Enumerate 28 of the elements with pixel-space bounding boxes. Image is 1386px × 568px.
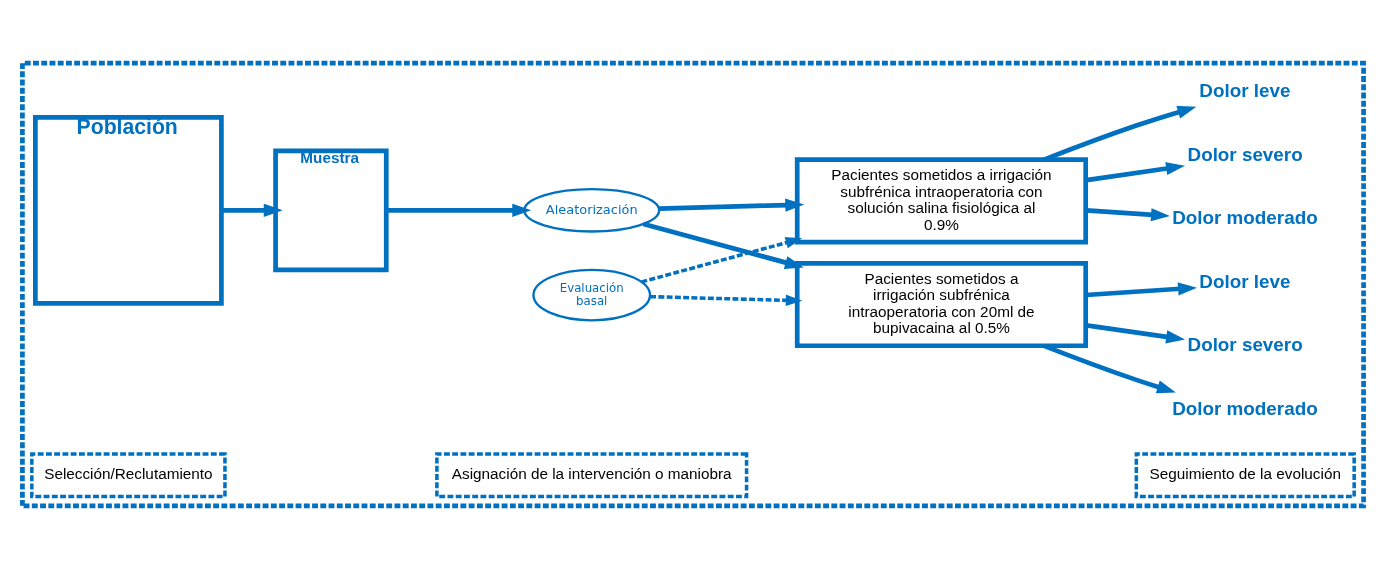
cluster [20, 60, 1366, 508]
node-text: Dolor moderado [1172, 397, 1318, 419]
arrow [221, 203, 283, 217]
arrow [1085, 281, 1197, 297]
node-text: Dolor leve [1199, 79, 1291, 101]
node-text: Dolor leve [1199, 270, 1291, 292]
arrow [1085, 207, 1170, 221]
node-ellipse: Aleatorización [523, 187, 661, 233]
arrow [386, 203, 532, 217]
arrow [659, 198, 805, 212]
node-box: Selección/Reclutamiento [30, 451, 227, 498]
arrow [1085, 161, 1185, 183]
arrow [1043, 105, 1197, 162]
node-ellipse: Evaluación basal [532, 268, 652, 321]
node-text: Dolor severo [1187, 333, 1303, 355]
node-box: Seguimiento de la evolución [1134, 451, 1356, 498]
node-text: Dolor severo [1187, 143, 1303, 165]
node-box: Pacientes sometidos a irrigación subfrénica intraoperatoria con solución salina fisiológica al 0.9% [794, 156, 1089, 244]
arrow [650, 294, 803, 306]
node-box: Población [33, 114, 224, 306]
arrow [1043, 343, 1176, 393]
arrow [641, 236, 803, 284]
node-text: Dolor moderado [1172, 206, 1318, 228]
arrow [642, 221, 804, 269]
node-box: Pacientes sometidos a irrigación subfrénica intraoperatoria con 20ml de bupivacaina al 0.5% [794, 260, 1089, 348]
arrow [1085, 322, 1185, 343]
node-box: Muestra [273, 148, 389, 272]
node-box: Asignación de la intervención o maniobra [435, 451, 749, 498]
